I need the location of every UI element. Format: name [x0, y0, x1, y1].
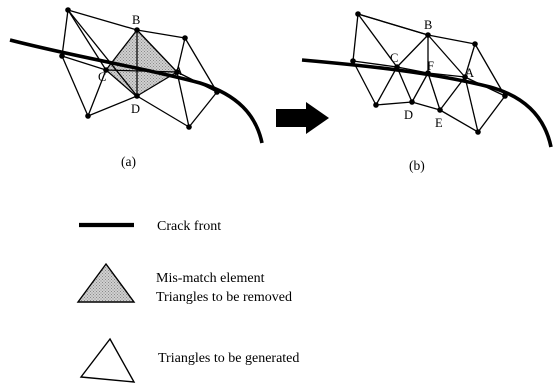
legend-generated-label: Triangles to be generated: [158, 351, 299, 366]
node-label-a-A: A: [174, 64, 183, 78]
panel-caption-b: (b): [409, 158, 425, 173]
mesh-nodes-b: [350, 11, 508, 135]
legend-mismatch-label-1: Mis-match element: [156, 271, 265, 286]
node-label-a-C: C: [98, 70, 106, 84]
panel-b: B C F A D E (b): [301, 11, 553, 173]
legend-mismatch-label-2: Triangles to be removed: [156, 290, 292, 305]
node-label-b-E: E: [435, 116, 443, 130]
transition-arrow: [276, 102, 329, 134]
node-label-a-D: D: [131, 102, 140, 116]
panel-a: B A C D (a): [9, 7, 264, 169]
node-label-b-F: F: [427, 59, 434, 73]
mesh-nodes-a: [59, 7, 220, 130]
node-label-b-B: B: [424, 18, 432, 32]
panel-caption-a: (a): [121, 154, 136, 169]
legend-crack-front-label: Crack front: [157, 219, 221, 234]
node-label-a-B: B: [132, 13, 140, 27]
legend-mismatch-swatch: [76, 262, 136, 303]
crack-front-a: [9, 38, 264, 144]
node-label-b-A: A: [465, 66, 474, 80]
legend: Crack front Mis-match element Triangles …: [76, 219, 299, 383]
crack-front-b: [301, 58, 553, 148]
legend-generated-swatch: [79, 337, 136, 383]
node-label-b-C: C: [390, 51, 398, 65]
mesh-edges-a: [61, 9, 218, 128]
node-label-b-D: D: [404, 108, 413, 122]
